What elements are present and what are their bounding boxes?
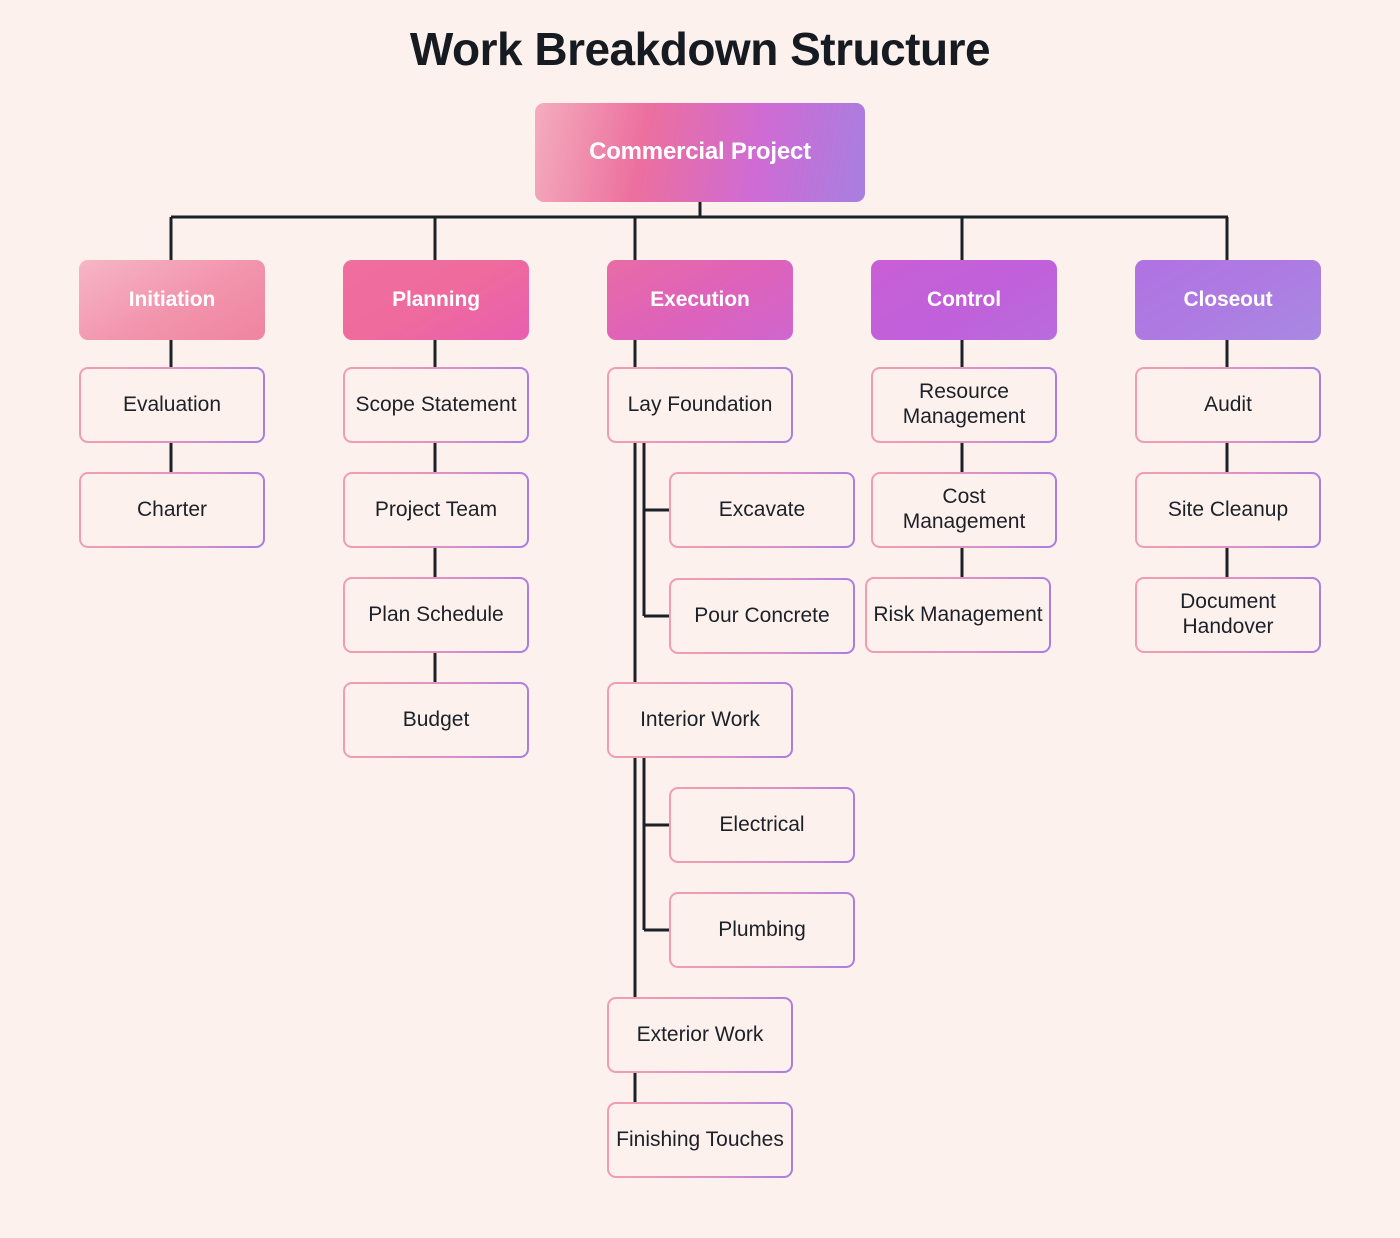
node-label: Evaluation [122,392,222,416]
node-label: Document Handover [1180,590,1276,638]
node-phase-closeout[interactable]: Closeout [1135,260,1321,340]
node-subtask-electrical[interactable]: Electrical [669,787,855,863]
node-task-audit[interactable]: Audit [1135,367,1321,443]
node-phase-execution[interactable]: Execution [607,260,793,340]
node-subtask-pour-concrete[interactable]: Pour Concrete [669,578,855,654]
node-task-document-handover[interactable]: Document Handover [1135,577,1321,653]
node-label: Site Cleanup [1167,497,1289,521]
node-phase-initiation[interactable]: Initiation [79,260,265,340]
node-label: Initiation [128,287,216,311]
node-label: Pour Concrete [694,603,830,627]
node-root-commercial-project[interactable]: Commercial Project [535,103,865,202]
node-phase-control[interactable]: Control [871,260,1057,340]
node-task-project-team[interactable]: Project Team [343,472,529,548]
node-label: Plumbing [718,917,806,941]
node-subtask-excavate[interactable]: Excavate [669,472,855,548]
node-label: Planning [392,287,480,311]
node-task-exterior-work[interactable]: Exterior Work [607,997,793,1073]
node-label: Plan Schedule [368,602,504,626]
node-label: Interior Work [640,707,760,731]
node-label: Project Team [374,497,498,521]
node-label: Excavate [718,497,806,521]
node-label: Closeout [1183,287,1273,311]
node-label: Control [927,287,1001,311]
page-title: Work Breakdown Structure [409,23,991,75]
node-task-finishing-touches[interactable]: Finishing Touches [607,1102,793,1178]
node-label: Charter [136,497,208,521]
node-task-scope-statement[interactable]: Scope Statement [343,367,529,443]
node-label: Finishing Touches [616,1127,784,1151]
node-label: Lay Foundation [627,392,773,416]
node-task-cost-management[interactable]: Cost Management [871,472,1057,548]
node-label: Scope Statement [355,392,517,416]
node-label: Audit [1204,392,1252,416]
node-task-evaluation[interactable]: Evaluation [79,367,265,443]
node-subtask-plumbing[interactable]: Plumbing [669,892,855,968]
node-task-interior-work[interactable]: Interior Work [607,682,793,758]
node-task-risk-management[interactable]: Risk Management [865,577,1051,653]
node-label: Cost Management [902,485,1026,533]
node-task-budget[interactable]: Budget [343,682,529,758]
node-label: Electrical [719,812,805,836]
node-label: Commercial Project [589,138,811,166]
node-label: Execution [650,287,750,311]
node-label: Budget [402,707,470,731]
node-phase-planning[interactable]: Planning [343,260,529,340]
node-label: Exterior Work [636,1022,764,1046]
node-task-charter[interactable]: Charter [79,472,265,548]
node-task-lay-foundation[interactable]: Lay Foundation [607,367,793,443]
node-label: Resource Management [902,380,1026,428]
node-task-plan-schedule[interactable]: Plan Schedule [343,577,529,653]
node-label: Risk Management [873,602,1043,626]
node-task-site-cleanup[interactable]: Site Cleanup [1135,472,1321,548]
node-task-resource-management[interactable]: Resource Management [871,367,1057,443]
